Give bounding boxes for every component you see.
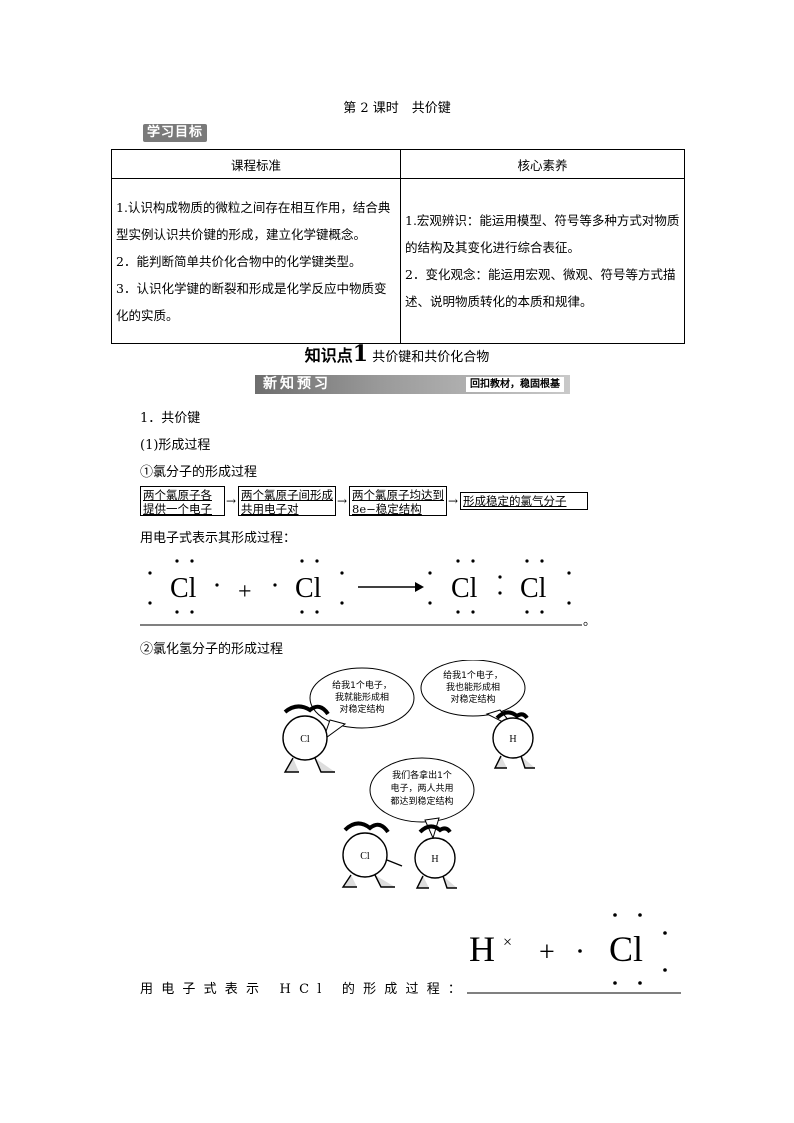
- electron-dots: [148, 559, 571, 614]
- arrow-icon: →: [226, 494, 237, 508]
- h-atom: H: [469, 929, 495, 969]
- cl-atom-1: Cl: [170, 573, 197, 604]
- cl-bubble-text: 给我1个电子，我就能形成相对稳定结构: [332, 679, 392, 715]
- arrow-icon: →: [448, 494, 459, 508]
- plus-sign-hcl: +: [539, 937, 555, 968]
- table-header-standard: 课程标准: [111, 149, 401, 179]
- cl-character-top: [282, 704, 335, 773]
- section-covalent-bond: 1．共价键: [140, 411, 201, 426]
- hcl-electron-dots: [578, 913, 667, 985]
- reaction-arrow: [358, 582, 424, 592]
- hcl-cartoon: 给我1个电子，我就能形成相对稳定结构 给我1个电子，我也能形成相对稳定结构 我们…: [282, 660, 535, 889]
- literacy-cell: 1.宏观辨识：能运用模型、符号等多种方式对物质的结构及其变化进行综合表征。 2．…: [400, 178, 685, 344]
- hcl-electron-formula: H × + Cl: [467, 913, 681, 994]
- x-electron: ×: [503, 934, 512, 951]
- h-bubble-text: 给我1个电子，我也能形成相对稳定结构: [443, 669, 503, 705]
- shared-bubble-text: 我们各拿出1个电子，两人共用都达到稳定结构: [390, 769, 453, 807]
- h-label-top: H: [509, 734, 516, 745]
- preview-banner: 新知预习 回扣教材，稳固根基: [255, 375, 570, 394]
- flow-step-1: 两个氯原子各提供一个电子: [140, 486, 225, 516]
- cl-character-bottom: [341, 821, 403, 888]
- h-character-bottom: [414, 824, 457, 889]
- knowledge-point-heading: 知识点1 共价键和共价化合物: [0, 341, 794, 367]
- cl2-flow: 两个氯原子各提供一个电子 → 两个氯原子间形成共用电子对 → 两个氯原子均达到8…: [140, 486, 600, 520]
- literacy-1: 1.宏观辨识：能运用模型、符号等多种方式对物质的结构及其变化进行综合表征。: [405, 213, 680, 255]
- cl-atom-hcl: Cl: [609, 929, 643, 969]
- period: 。: [583, 614, 596, 629]
- kp-label: 知识点: [304, 346, 353, 365]
- cl-atom-4: Cl: [520, 573, 547, 604]
- cl-label-top: Cl: [300, 734, 310, 745]
- page-title: 第 2 课时 共价键: [343, 101, 451, 116]
- flow-step-2: 两个氯原子间形成共用电子对: [238, 486, 336, 516]
- banner-right: 回扣教材，稳固根基: [466, 377, 564, 392]
- standard-cell: 1.认识构成物质的微粒之间存在相互作用，结合典型实例认识共价键的形成，建立化学键…: [111, 178, 401, 344]
- flow-step-3: 两个氯原子均达到8e−稳定结构: [349, 486, 447, 516]
- cl2-line-label: 用电子式表示其形成过程：: [140, 531, 297, 546]
- plus-sign: +: [238, 579, 252, 605]
- standard-2: 2．能判断简单共价化合物中的化学键类型。: [116, 253, 362, 269]
- learning-goals-badge: 学习目标: [143, 124, 208, 142]
- flow-step-4: 形成稳定的氯气分子: [460, 492, 588, 510]
- cl2-electron-formula: Cl + Cl Cl Cl 。: [140, 559, 596, 629]
- sub-formation: (1)形成过程: [140, 438, 211, 453]
- literacy-2: 2．变化观念：能运用宏观、微观、符号等方式描述、说明物质转化的本质和规律。: [405, 267, 676, 309]
- table-header-literacy: 核心素养: [400, 149, 685, 179]
- banner-left: 新知预习: [263, 376, 331, 392]
- arrow-icon: →: [337, 494, 348, 508]
- standard-1: 1.认识构成物质的微粒之间存在相互作用，结合典型实例认识共价键的形成，建立化学键…: [116, 199, 391, 242]
- kp-number: 1: [352, 341, 369, 367]
- cl-atom-3: Cl: [451, 573, 478, 604]
- hcl-line-label: 用电子式表示 HCl 的形成过程：: [140, 982, 470, 997]
- item-hcl: ②氯化氢分子的形成过程: [140, 642, 284, 657]
- h-label-bottom: H: [431, 854, 438, 865]
- item-cl2: ①氯分子的形成过程: [140, 465, 258, 480]
- goals-table: 课程标准 核心素养 1.认识构成物质的微粒之间存在相互作用，结合典型实例认识共价…: [111, 149, 685, 344]
- cl-atom-2: Cl: [295, 573, 322, 604]
- standard-3: 3．认识化学键的断裂和形成是化学反应中物质变化的实质。: [116, 280, 387, 323]
- h-character-top: [492, 710, 535, 769]
- cl-label-bottom: Cl: [360, 851, 370, 862]
- kp-topic: 共价键和共价化合物: [372, 350, 490, 365]
